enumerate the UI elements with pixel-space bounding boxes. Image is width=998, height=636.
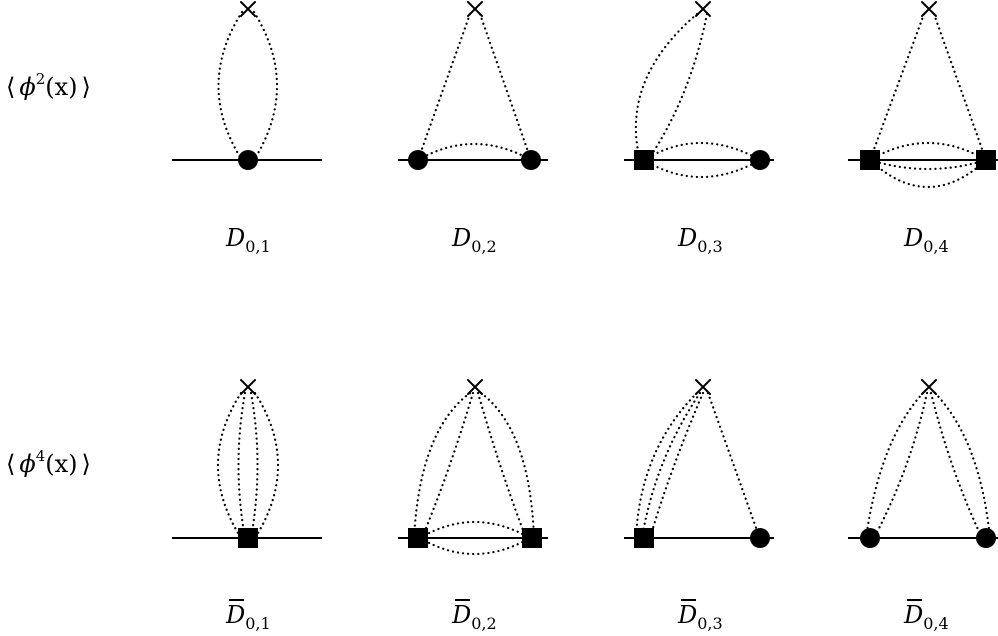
label-dbar04: D0,4: [903, 599, 949, 633]
square-vertex: [238, 528, 258, 548]
square-vertex: [860, 150, 880, 170]
dotted-loop: [634, 12, 699, 162]
svg-text:D0,4: D0,4: [903, 601, 949, 633]
dotted-loop: [252, 10, 278, 162]
label-d04: D0,4: [903, 224, 949, 256]
circle-vertex: [860, 528, 880, 548]
diagram-d03: [624, 1, 774, 179]
diagram-dbar02: [398, 379, 548, 556]
svg-text:D0,1: D0,1: [225, 224, 271, 256]
square-vertex: [634, 150, 654, 170]
dotted-loop: [420, 391, 475, 540]
dotted-loop: [253, 391, 279, 540]
dotted-arc: [868, 158, 988, 188]
cross-vertex: [467, 379, 483, 395]
diagram-dbar01: [172, 379, 322, 548]
svg-text:D0,3: D0,3: [677, 601, 723, 633]
dotted-loop: [479, 391, 536, 540]
dotted-loop: [872, 391, 929, 540]
cross-vertex: [921, 1, 937, 17]
row-label-phi2: ⟨ϕ2(x)⟩: [6, 70, 91, 101]
cross-vertex: [921, 379, 937, 395]
cross-vertex: [695, 379, 711, 395]
dotted-loop: [412, 391, 472, 540]
row-label-phi4: ⟨ϕ4(x)⟩: [6, 447, 91, 478]
diagram-d04: [848, 1, 998, 188]
circle-vertex: [521, 150, 541, 170]
dotted-loop: [249, 391, 259, 540]
diagram-dbar03: [624, 379, 774, 548]
cross-vertex: [240, 379, 256, 395]
circle-vertex: [750, 528, 770, 548]
svg-text:D0,4: D0,4: [903, 224, 949, 256]
svg-text:D0,1: D0,1: [225, 601, 271, 633]
square-vertex: [976, 150, 996, 170]
diagram-d01: [172, 1, 322, 170]
circle-vertex: [976, 528, 996, 548]
dotted-arc: [418, 536, 532, 556]
svg-text:D0,2: D0,2: [451, 224, 497, 256]
dotted-loop: [646, 12, 709, 162]
svg-text:⟨ϕ2(x)⟩: ⟨ϕ2(x)⟩: [6, 70, 91, 101]
dotted-loop: [217, 10, 244, 162]
dotted-line: [932, 12, 988, 162]
dotted-loop: [634, 391, 699, 540]
circle-vertex: [408, 150, 428, 170]
svg-text:D0,2: D0,2: [451, 601, 497, 633]
square-vertex: [634, 528, 654, 548]
dotted-arc: [868, 158, 988, 171]
svg-text:⟨ϕ4(x)⟩: ⟨ϕ4(x)⟩: [6, 447, 91, 478]
dotted-loop: [933, 391, 992, 540]
svg-text:D0,3: D0,3: [677, 224, 723, 256]
dotted-line: [478, 12, 533, 162]
label-dbar03: D0,3: [677, 599, 723, 633]
dotted-arc: [418, 520, 532, 540]
dotted-arc: [416, 142, 533, 162]
dotted-loop: [237, 391, 247, 540]
diagram-d02: [398, 1, 548, 170]
label-dbar01: D0,1: [225, 599, 271, 633]
cross-vertex: [467, 1, 483, 17]
circle-vertex: [238, 150, 258, 170]
dotted-line: [706, 391, 761, 538]
dotted-line: [868, 12, 926, 162]
label-d01: D0,1: [225, 224, 271, 256]
dotted-arc: [642, 141, 762, 162]
circle-vertex: [750, 150, 770, 170]
dotted-loop: [217, 391, 243, 540]
dotted-loop: [648, 391, 705, 540]
diagram-dbar04: [848, 379, 998, 548]
dotted-arc: [642, 158, 762, 179]
square-vertex: [408, 528, 428, 548]
label-dbar02: D0,2: [451, 599, 497, 633]
dotted-loop: [864, 391, 925, 540]
cross-vertex: [240, 1, 256, 17]
cross-vertex: [695, 1, 711, 17]
dotted-arc: [868, 141, 988, 162]
dotted-loop: [929, 391, 984, 540]
square-vertex: [522, 528, 542, 548]
label-d02: D0,2: [451, 224, 497, 256]
dotted-line: [416, 12, 472, 162]
label-d03: D0,3: [677, 224, 723, 256]
